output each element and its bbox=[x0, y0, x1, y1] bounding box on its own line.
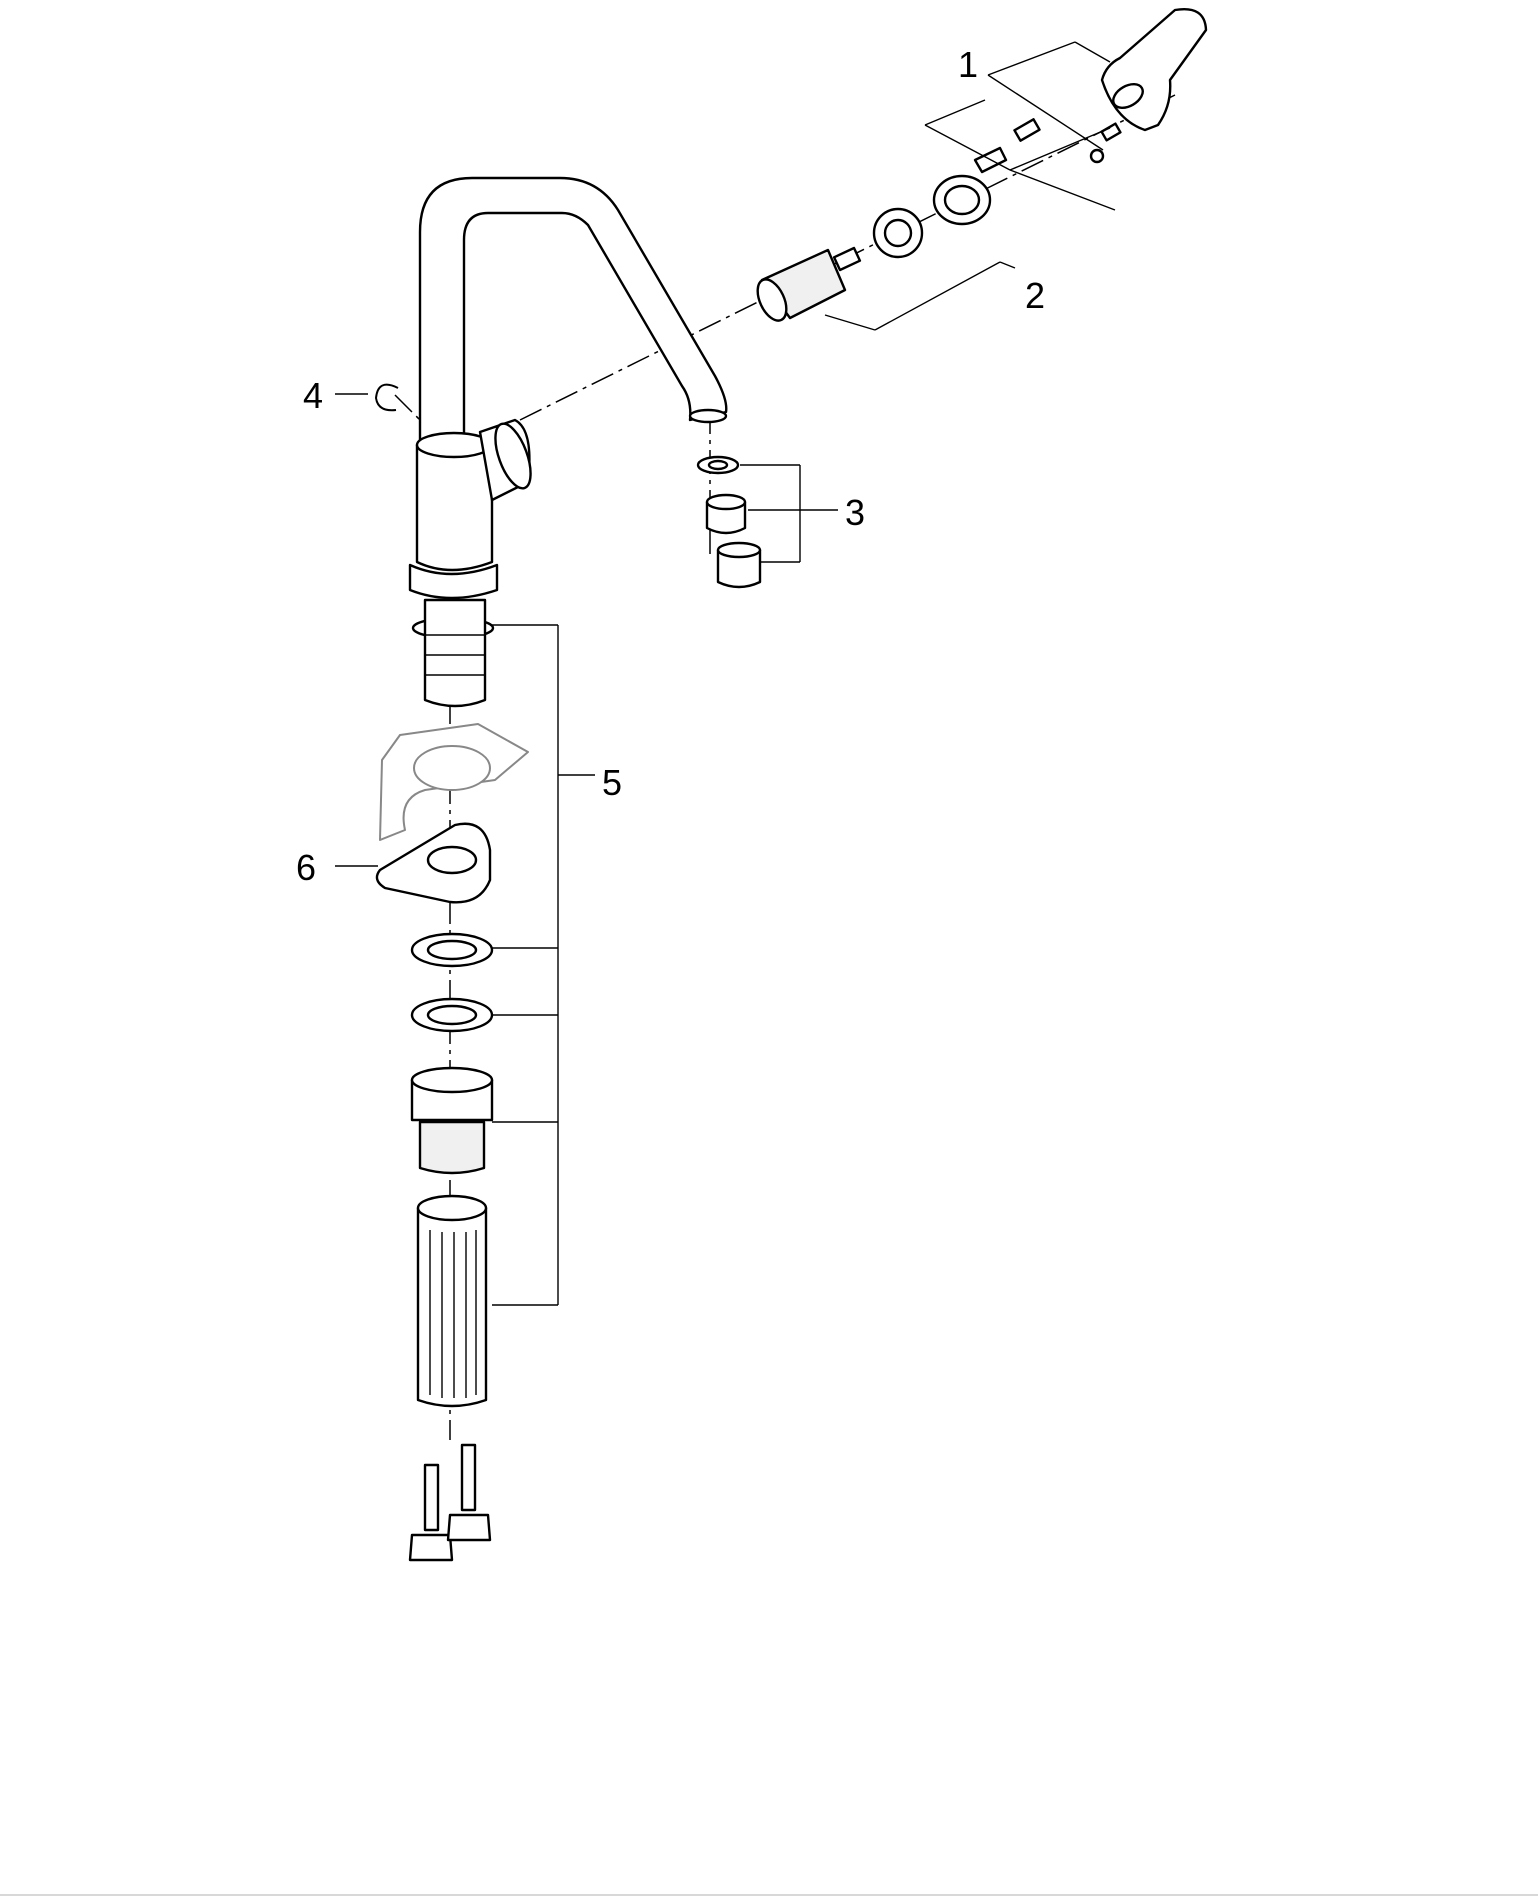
callout-4: 4 bbox=[303, 375, 323, 416]
cartridge-assembly bbox=[756, 174, 992, 322]
faucet-body bbox=[408, 176, 728, 708]
supply-hoses bbox=[408, 1443, 492, 1562]
bottom-divider bbox=[0, 1894, 1538, 1896]
mounting-hardware bbox=[410, 932, 494, 1408]
callout-3: 3 bbox=[845, 492, 865, 533]
callout-6: 6 bbox=[296, 847, 316, 888]
handle-screw-set bbox=[973, 118, 1122, 174]
callout-2: 2 bbox=[1025, 275, 1045, 316]
callout-leader-lines bbox=[335, 41, 1116, 1306]
mounting-bracket bbox=[375, 822, 492, 904]
callout-1: 1 bbox=[958, 44, 978, 85]
lever-handle bbox=[1100, 8, 1208, 132]
retaining-clip bbox=[374, 383, 399, 412]
aerator-set bbox=[696, 455, 762, 589]
callout-5: 5 bbox=[602, 762, 622, 803]
countertop-outline bbox=[379, 723, 529, 841]
